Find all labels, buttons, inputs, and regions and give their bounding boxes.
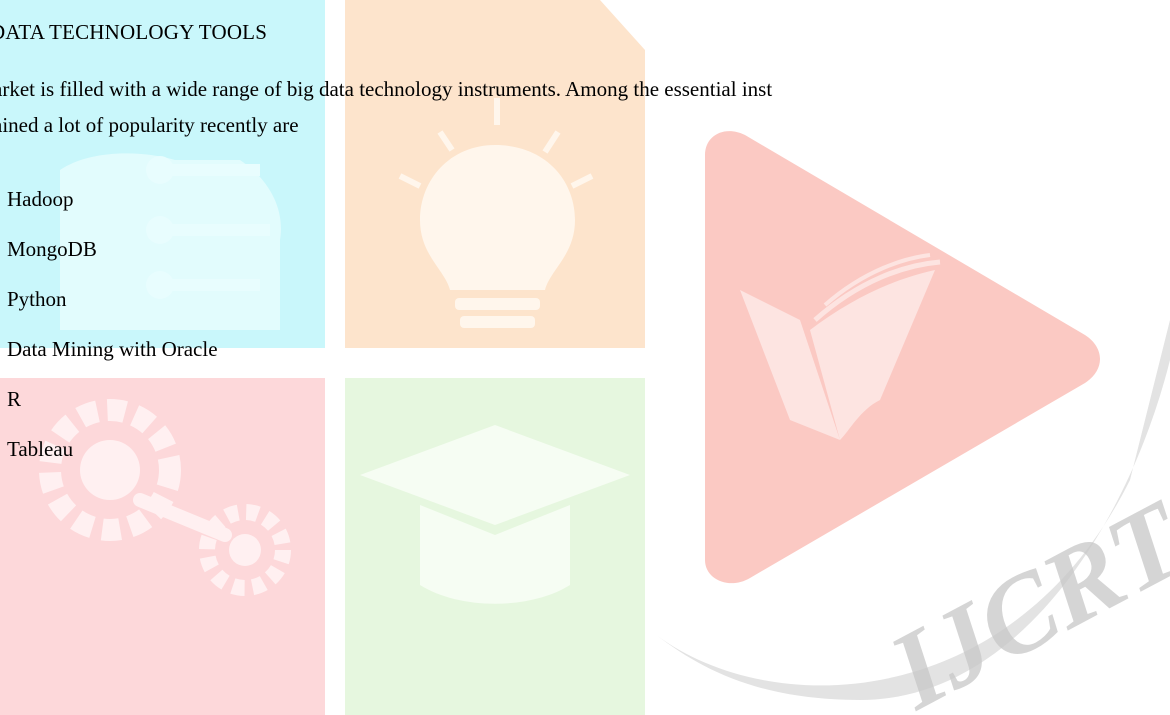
graduation-cap-icon (345, 378, 645, 715)
list-item-mongodb: MongoDB (7, 237, 97, 261)
list-item-data-mining-oracle: Data Mining with Oracle (7, 337, 218, 361)
section-heading: DATA TECHNOLOGY TOOLS (0, 20, 268, 44)
list-item-hadoop: Hadoop (7, 187, 74, 211)
open-book-icon (705, 131, 1100, 584)
gears-icon (0, 378, 325, 715)
list-item-tableau: Tableau (7, 437, 74, 461)
gray-arc (650, 320, 1170, 700)
list-item-python: Python (7, 287, 67, 311)
paragraph-line: ained a lot of popularity recently are (0, 113, 299, 137)
tools-list: Hadoop MongoDB Python Data Mining with O… (7, 181, 218, 481)
intro-paragraph: arket is filled with a wide range of big… (0, 71, 772, 143)
paragraph-line: arket is filled with a wide range of big… (0, 77, 773, 101)
lightbulb-icon (345, 0, 645, 348)
red-triangle (705, 131, 1100, 584)
circuit-head-icon (0, 0, 325, 348)
list-item-r: R (7, 387, 22, 411)
